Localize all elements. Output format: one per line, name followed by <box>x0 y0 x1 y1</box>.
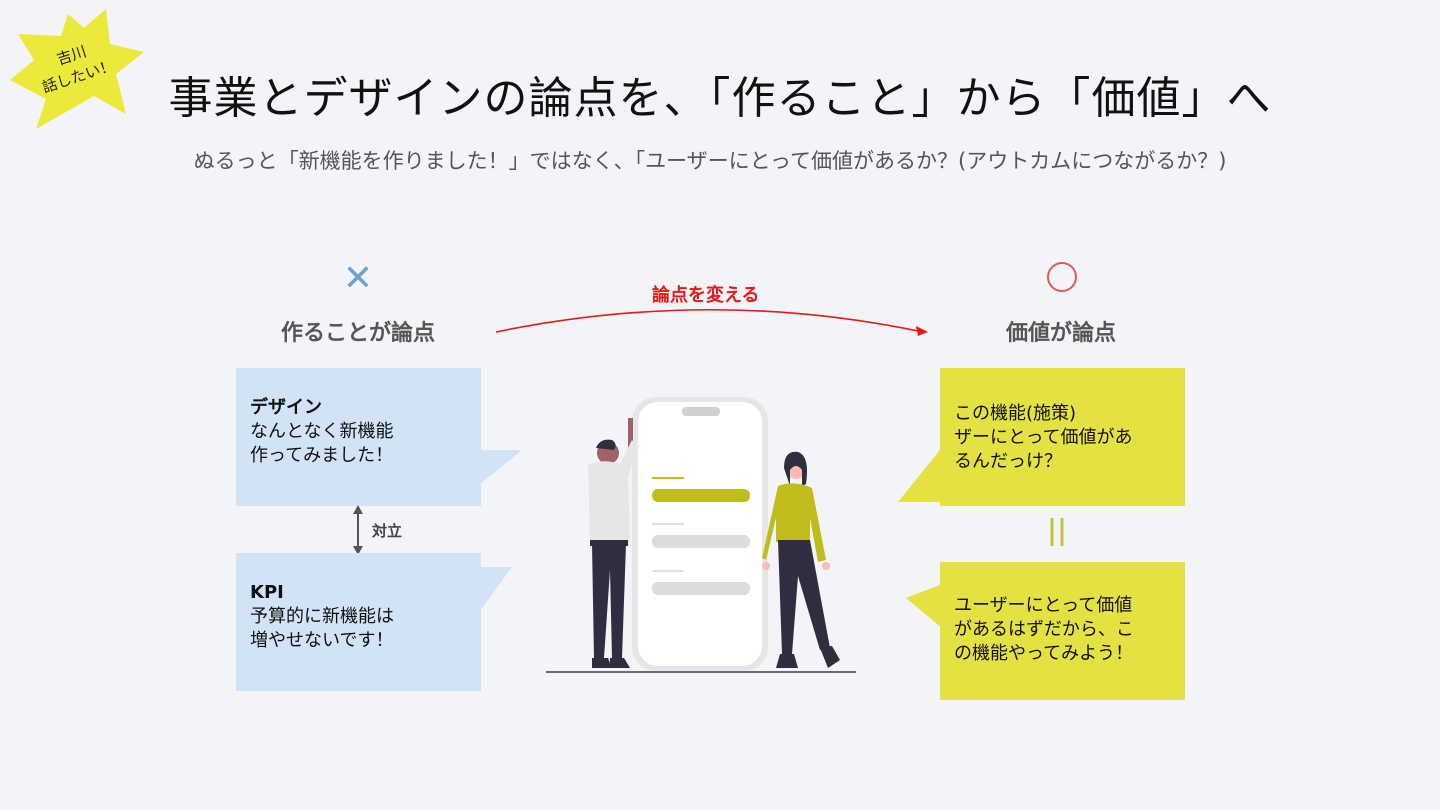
value-question-line3: るんだっけ？ <box>954 451 1062 472</box>
kpi-box-title: KPI <box>250 582 284 603</box>
page-title: 事業とデザインの論点を、「作ること」から「価値」へ <box>168 73 1272 124</box>
starburst-badge <box>10 9 144 129</box>
value-question-box: この機能(施策) ザーにとって価値があ るんだっけ？ <box>940 368 1185 506</box>
value-proposal-line1: ユーザーにとって価値 <box>954 595 1133 616</box>
value-box-tail <box>898 450 940 502</box>
value-question-line1: この機能(施策) <box>954 403 1077 424</box>
design-box-line1: なんとなく新機能 <box>250 421 394 442</box>
right-heading: 価値が論点 <box>1005 321 1116 346</box>
value-proposal-line2: があるはずだから、こ <box>954 619 1134 640</box>
circle-icon <box>1047 262 1077 292</box>
opposition-arrow <box>353 505 363 555</box>
value-proposal-tail <box>906 584 942 628</box>
kpi-box: KPI 予算的に新機能は 増やせないです！ <box>236 553 481 691</box>
arrow-label: 論点を変える <box>652 285 760 306</box>
opposition-label: 対立 <box>372 522 403 540</box>
left-heading: 作ることが論点 <box>280 321 435 346</box>
value-proposal-line3: の機能やってみよう！ <box>954 643 1134 664</box>
page-subtitle: ぬるっと「新機能を作りました！」ではなく、「ユーザーにとって価値があるか？(アウ… <box>193 149 1227 173</box>
cross-icon: ✕ <box>342 258 374 299</box>
design-box-title: デザイン <box>250 397 322 418</box>
kpi-box-tail <box>480 567 512 611</box>
design-box-tail <box>480 450 522 484</box>
value-question-line2: ザーにとって価値があ <box>954 427 1133 448</box>
design-box: デザイン なんとなく新機能 作ってみました！ <box>236 368 481 506</box>
kpi-box-line1: 予算的に新機能は <box>250 606 394 627</box>
design-box-line2: 作ってみました！ <box>250 445 394 466</box>
kpi-box-line2: 増やせないです！ <box>250 630 394 651</box>
value-proposal-box: ユーザーにとって価値 があるはずだから、こ の機能やってみよう！ <box>940 562 1185 700</box>
phone-illustration <box>546 397 856 673</box>
curved-arrow <box>495 308 928 336</box>
equals-mark <box>1050 518 1064 546</box>
